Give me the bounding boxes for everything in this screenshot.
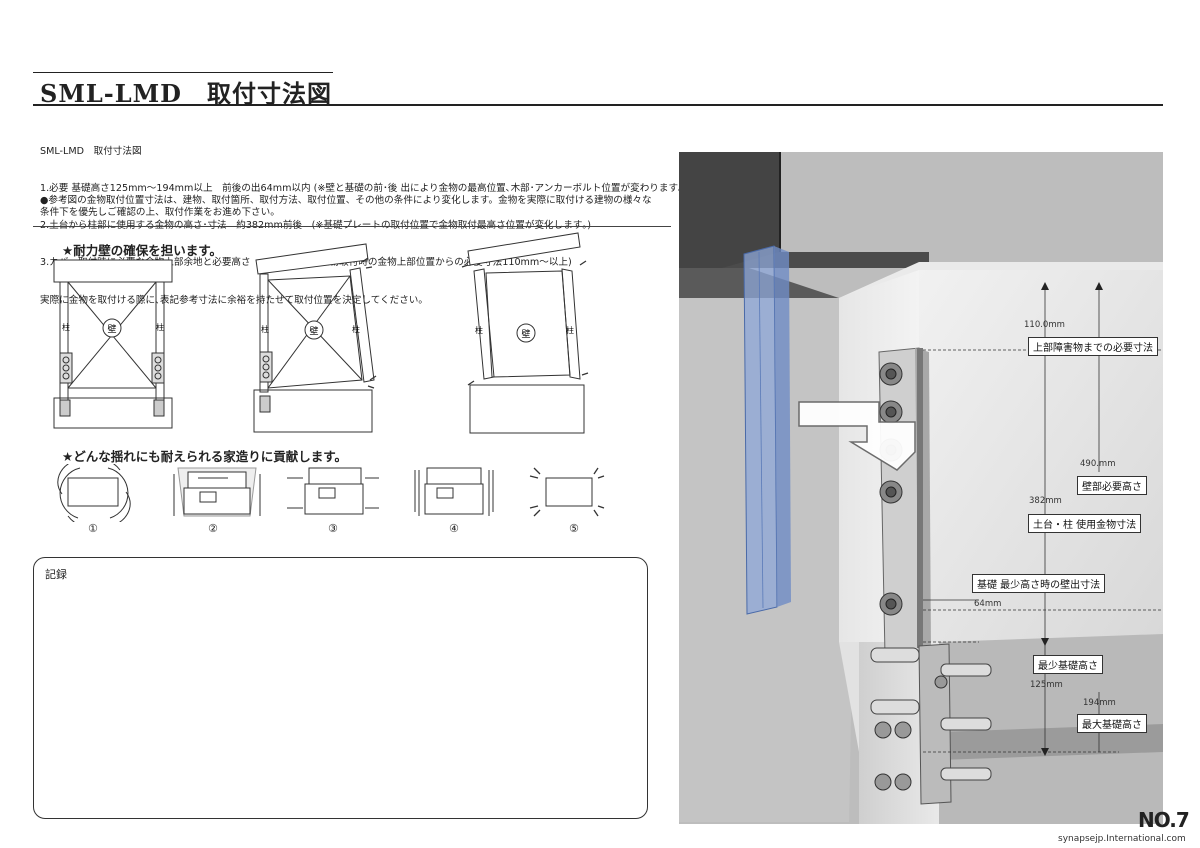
caption-5: ⑤ bbox=[569, 522, 579, 535]
wall-frame-diagram-2: 壁 柱 柱 bbox=[253, 243, 377, 433]
wall-label: 壁 bbox=[107, 323, 116, 335]
rotation-motion-icon bbox=[57, 464, 131, 522]
pillar-right-label: 柱 bbox=[352, 324, 360, 334]
pillar-right-label: 柱 bbox=[566, 325, 574, 335]
dim-110mm: 110.0mm bbox=[1024, 320, 1065, 330]
dim-194mm: 194mm bbox=[1083, 698, 1116, 708]
page-number: NO.7 bbox=[1138, 808, 1190, 832]
wall-label: 壁 bbox=[521, 328, 530, 340]
dim-125mm: 125mm bbox=[1030, 680, 1063, 690]
title-rule bbox=[33, 104, 1163, 106]
caution-note: ●参考図の金物取付位置寸法は、建物、取付箇所、取付方法、取付位置、その他の条件に… bbox=[40, 195, 652, 219]
section-divider bbox=[33, 226, 671, 227]
note-line: 1.必要 基礎高さ125mm～194mm以上 前後の出64mm以内 (※壁と基礎… bbox=[40, 183, 687, 195]
callout-upper-clearance: 上部障害物までの必要寸法 bbox=[1028, 337, 1158, 356]
caption-3: ③ bbox=[328, 522, 338, 535]
dim-64mm: 64mm bbox=[974, 599, 1002, 609]
impact-icon bbox=[529, 467, 605, 517]
dim-382mm: 382mm bbox=[1029, 496, 1062, 506]
pillar-right-label: 柱 bbox=[156, 322, 164, 332]
callout-max-foundation: 最大基礎高さ bbox=[1077, 714, 1147, 733]
wall-label: 壁 bbox=[309, 325, 318, 337]
pillar-left-label: 柱 bbox=[261, 324, 269, 334]
wall-frame-diagram-1: 壁 柱 柱 bbox=[53, 259, 173, 429]
sway-icon bbox=[414, 467, 494, 516]
caption-4: ④ bbox=[449, 522, 459, 535]
horizontal-shake-icon bbox=[173, 467, 261, 517]
dim-490mm: 490.mm bbox=[1080, 459, 1116, 469]
title-top-rule bbox=[33, 72, 333, 73]
note-line: SML-LMD 取付寸法図 bbox=[40, 145, 142, 157]
pillar-left-label: 柱 bbox=[62, 322, 70, 332]
wall-frame-diagram-3: 壁 柱 柱 bbox=[461, 232, 589, 434]
installation-render bbox=[679, 152, 1163, 824]
note-line: 2.土台から柱部に使用する金物の高さ･寸法 約382mm前後 (※基礎プレートの… bbox=[40, 220, 591, 232]
callout-wall-offset: 基礎 最少高さ時の壁出寸法 bbox=[972, 574, 1106, 593]
callout-wall-height: 壁部必要高さ bbox=[1077, 476, 1147, 495]
caption-1: ① bbox=[88, 522, 98, 535]
section-heading-bearing-wall: ★耐力壁の確保を担います。 bbox=[62, 243, 222, 258]
site-url: synapsejp.International.com bbox=[1058, 834, 1186, 844]
section-heading-seismic: ★どんな揺れにも耐えられる家造りに貢献します。 bbox=[62, 449, 347, 464]
caption-2: ② bbox=[208, 522, 218, 535]
installation-illustration bbox=[679, 152, 1163, 824]
callout-min-foundation: 最少基礎高さ bbox=[1033, 655, 1103, 674]
record-label: 記録 bbox=[45, 568, 67, 581]
page-title: SML-LMD 取付寸法図 bbox=[40, 79, 332, 108]
note-line: 実際に金物を取付ける際に､表記参考寸法に余裕を持たせて取付位置を決定してください… bbox=[40, 294, 424, 306]
record-box bbox=[33, 557, 648, 819]
lateral-force-icon bbox=[287, 467, 379, 515]
callout-hardware-size: 土台・柱 使用金物寸法 bbox=[1028, 514, 1142, 533]
pillar-left-label: 柱 bbox=[475, 325, 483, 335]
